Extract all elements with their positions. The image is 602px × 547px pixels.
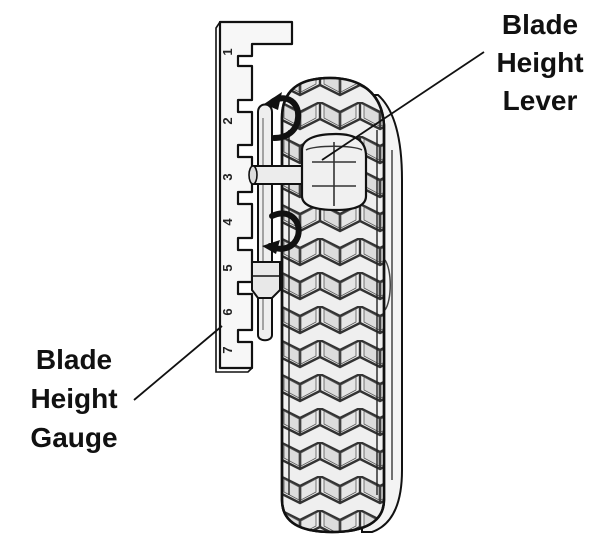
- blade-height-gauge: 1 2 3 4 5 6 7: [215, 20, 294, 373]
- blade-height-lever: [248, 103, 368, 342]
- gauge-number-6: 6: [220, 308, 235, 315]
- gauge-number-labels: 1 2 3 4 5 6 7: [220, 48, 235, 353]
- lever-callout: Blade Height Lever: [496, 9, 583, 116]
- gauge-number-5: 5: [220, 264, 235, 271]
- gauge-callout: Blade Height Gauge: [30, 344, 117, 453]
- gauge-number-3: 3: [220, 173, 235, 180]
- lever-callout-line-3: Lever: [503, 85, 578, 116]
- gauge-leader-line: [133, 325, 223, 401]
- gauge-number-4: 4: [220, 218, 235, 226]
- gauge-callout-line-2: Height: [30, 383, 117, 414]
- curved-arrow-counterclockwise-icon: [262, 210, 302, 254]
- gauge-callout-line-3: Gauge: [30, 422, 117, 453]
- lever-leader-line: [321, 51, 485, 161]
- gauge-number-2: 2: [220, 117, 235, 124]
- lever-callout-line-2: Height: [496, 47, 583, 78]
- gauge-number-7: 7: [220, 346, 235, 353]
- curved-arrow-clockwise-icon: [264, 92, 302, 141]
- gauge-callout-line-1: Blade: [36, 344, 112, 375]
- gauge-number-1: 1: [220, 48, 235, 55]
- lever-callout-line-1: Blade: [502, 9, 578, 40]
